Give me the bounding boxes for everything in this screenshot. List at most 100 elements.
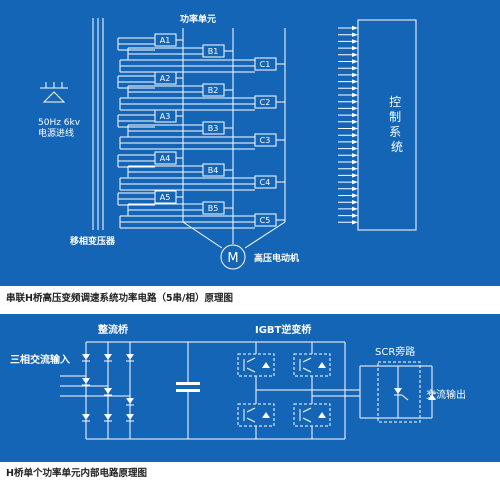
arrow-icon [352, 25, 358, 31]
primary-winding-icon [40, 82, 68, 103]
power-unit-label: 功率单元 [180, 13, 216, 25]
unit-a5: A5 [117, 190, 183, 206]
diode-icon [82, 414, 90, 422]
diode-icon [82, 354, 90, 362]
unit-label: B1 [208, 47, 219, 56]
unit-a3: A3 [117, 109, 183, 128]
unit-label: A5 [160, 193, 171, 202]
source-spec: 50Hz 6kv [38, 118, 81, 128]
unit-label: B5 [208, 204, 219, 213]
unit-label: B3 [208, 124, 219, 133]
diode-icon [104, 414, 112, 422]
arrow-icon [352, 186, 358, 191]
capacitor-icon [176, 342, 200, 439]
unit-b1: B1 [127, 44, 233, 61]
control-label: 控 制 系 统 [389, 95, 405, 154]
unit-label: C4 [260, 178, 271, 187]
control-label-char: 系 [389, 125, 401, 139]
arrow-icon [352, 72, 358, 78]
arrow-icon [352, 193, 358, 198]
unit-a1: A1 [117, 33, 183, 51]
arrow-icon [352, 79, 358, 84]
unit-label: C3 [260, 136, 271, 145]
unit-b2: B2 [127, 83, 233, 99]
output-label: 交流输出 [426, 388, 466, 401]
unit-label: C2 [260, 98, 271, 107]
unit-a4: A4 [117, 151, 183, 168]
igbt-icon [243, 357, 270, 373]
unit-circuit-diagram-panel: 三相交流输入 整流桥 IGBT逆变桥 SCR旁路 交流输出 [0, 314, 500, 462]
arrow-icon [352, 213, 358, 218]
scr-icon [394, 388, 409, 401]
diode-icon [126, 398, 134, 406]
motor-feed-a [182, 221, 223, 249]
transformer-label: 移相变压器 [70, 235, 116, 247]
motor-symbol: M [227, 251, 238, 266]
arrow-icon [352, 45, 358, 51]
arrow-icon [352, 166, 358, 171]
arrow-icon [352, 92, 358, 98]
power-circuit-diagram-panel: 50Hz 6kv 电源进线 移相变压器 功率单元 M 高压电动机 A1 B1 C… [0, 0, 500, 286]
unit-label: B2 [208, 86, 219, 95]
arrow-icon [352, 179, 358, 185]
motor-label: 高压电动机 [254, 252, 299, 264]
arrow-icon [352, 220, 358, 225]
arrow-icon [352, 153, 358, 158]
unit-c5: C5 [119, 213, 285, 229]
unit-c3: C3 [119, 133, 285, 150]
diode-icon [82, 378, 90, 386]
igbt-icon [299, 407, 326, 423]
arrow-icon [352, 32, 358, 37]
rectifier-bridge [82, 342, 134, 439]
motor-feed-c [244, 221, 286, 249]
diode-icon [104, 388, 112, 396]
diode-icon [126, 414, 134, 422]
unit-a2: A2 [117, 71, 183, 89]
arrow-icon [352, 119, 358, 124]
control-label-char: 控 [389, 95, 401, 109]
arrow-icon [352, 86, 358, 91]
arrow-icon [352, 159, 358, 165]
bypass-label: SCR旁路 [375, 345, 415, 358]
control-label-char: 制 [389, 110, 401, 124]
motor-icon [220, 244, 246, 270]
control-signal-arrows [338, 25, 358, 225]
igbt-icon [243, 407, 270, 423]
control-label-char: 统 [391, 140, 403, 154]
unit-c4: C4 [119, 175, 285, 191]
unit-b3: B3 [127, 121, 233, 138]
scr-bypass [256, 361, 436, 423]
arrow-icon [352, 106, 358, 111]
unit-label: B4 [208, 166, 219, 175]
rectifier-label: 整流桥 [97, 323, 129, 336]
arrow-icon [352, 112, 358, 118]
unit-c1: C1 [119, 57, 285, 73]
unit-label: C1 [260, 60, 271, 69]
arrow-icon [352, 133, 358, 138]
unit-label: A1 [160, 36, 171, 45]
inverter-label: IGBT逆变桥 [255, 323, 312, 336]
arrow-icon [352, 173, 358, 178]
arrow-icon [352, 146, 358, 151]
top-diagram-caption: 串联H桥高压变频调速系统功率电路（5串/相）原理图 [6, 293, 234, 304]
unit-circuit-diagram: 三相交流输入 整流桥 IGBT逆变桥 SCR旁路 交流输出 [10, 323, 466, 440]
diode-icon [126, 354, 134, 362]
unit-label: A2 [160, 74, 171, 83]
unit-label: A4 [160, 154, 171, 163]
unit-b4: B4 [127, 163, 233, 179]
bottom-diagram-caption: H桥单个功率单元内部电路原理图 [6, 468, 147, 479]
arrow-icon [352, 200, 358, 205]
arrow-icon [352, 206, 358, 212]
control-system-box [357, 19, 417, 231]
source-label: 电源进线 [38, 127, 74, 139]
diode-icon [428, 392, 436, 400]
unit-label: A3 [160, 112, 171, 121]
unit-label: C5 [260, 216, 271, 225]
diode-icon [104, 354, 112, 362]
arrow-icon [352, 52, 358, 57]
arrow-icon [352, 59, 358, 64]
arrow-icon [352, 99, 358, 104]
arrow-icon [352, 139, 358, 145]
input-label: 三相交流输入 [10, 353, 70, 366]
arrow-icon [352, 66, 358, 71]
